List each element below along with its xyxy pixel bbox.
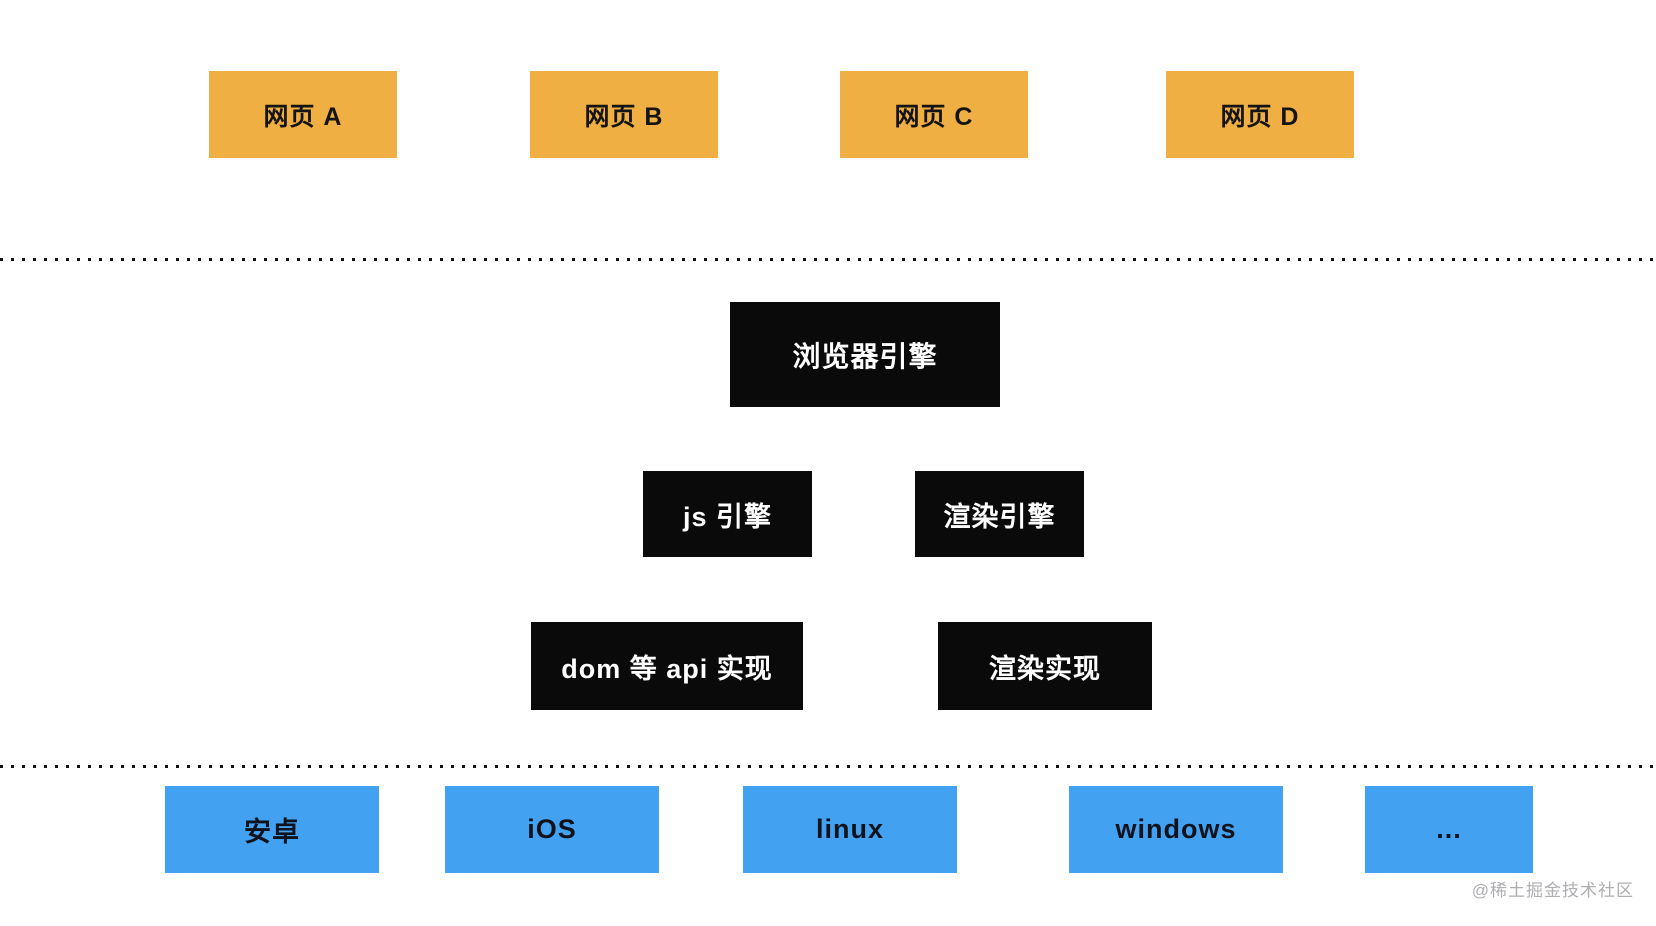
box-webpage-c: 网页 C: [840, 71, 1028, 158]
box-js-engine: js 引擎: [643, 471, 812, 557]
box-platform-windows: windows: [1069, 786, 1283, 873]
watermark-juejin: @稀土掘金技术社区: [1471, 881, 1634, 900]
box-browser-engine: 浏览器引擎: [730, 302, 1000, 407]
box-webpage-d: 网页 D: [1166, 71, 1354, 158]
box-webpage-a: 网页 A: [209, 71, 397, 158]
box-dom-api-implementation: dom 等 api 实现: [531, 622, 803, 710]
separator-dotted-bottom: [0, 765, 1656, 768]
box-platform-linux: linux: [743, 786, 957, 873]
box-render-engine: 渲染引擎: [915, 471, 1084, 557]
box-render-implementation: 渲染实现: [938, 622, 1152, 710]
box-webpage-b: 网页 B: [530, 71, 718, 158]
box-platform-ios: iOS: [445, 786, 659, 873]
box-platform-android: 安卓: [165, 786, 379, 873]
box-platform-more: ...: [1365, 786, 1533, 873]
separator-dotted-top: [0, 258, 1656, 261]
